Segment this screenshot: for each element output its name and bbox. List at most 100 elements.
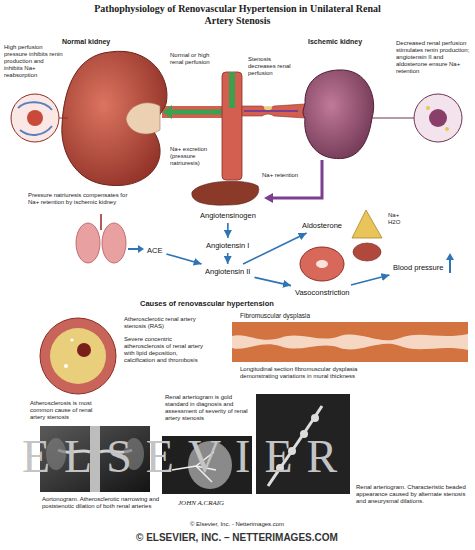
caption: Aortonogram. Atherosclerotic narrowing a…: [42, 496, 160, 510]
note: Na+ H2O: [388, 212, 408, 226]
lung: [76, 223, 100, 263]
note-box: Decreased renal perfusion stimulates ren…: [396, 40, 470, 75]
signature: JOHN A.CRAIG: [178, 499, 224, 507]
atherosclerosis-section: [40, 318, 116, 394]
adrenal-gland: [352, 210, 382, 238]
caption-box: Aortonogram. Atherosclerotic narrowing a…: [42, 496, 160, 510]
note-box: Na+ retention: [262, 172, 298, 179]
ace-arrow: [128, 248, 139, 250]
caption: Atherosclerotic renal artery stenosis (R…: [124, 316, 204, 330]
nephron-inset: [11, 94, 59, 142]
caption-box: Renal arteriogram. Characteristic beaded…: [356, 484, 470, 505]
thrombus: [77, 343, 91, 357]
arrow-head: [138, 245, 144, 253]
caption-heading: Fibromuscular dysplasia: [240, 312, 310, 320]
step-label: Angiotensin I: [206, 241, 249, 250]
note: Decreased renal perfusion stimulates ren…: [396, 40, 470, 75]
footer-box: © ELSEVIER, INC. – NETTERIMAGES.COM: [136, 532, 338, 544]
kidney-shape: [303, 70, 374, 159]
note-box: Stenosis decreases renal perfusion: [248, 56, 300, 77]
glomerulus: [429, 109, 447, 127]
rise-arrow: [449, 259, 451, 273]
caption-box: Atherosclerotic renal artery stenosis (R…: [124, 316, 204, 330]
wall: [232, 322, 468, 340]
fibromuscular-section: [232, 322, 468, 362]
inset-leader: [372, 118, 414, 119]
calcification: [64, 364, 68, 368]
wall: [232, 344, 468, 362]
caption: Atherosclerosis is most common cause of …: [30, 400, 106, 421]
caption-box: Severe concentric atherosclerosis of ren…: [124, 336, 204, 364]
aorta: [222, 72, 242, 180]
normal-kidney: [11, 51, 232, 185]
lungs: [76, 214, 144, 263]
step-label: Angiotensinogen: [200, 211, 256, 220]
panel-heading-box: Ischemic kidney: [308, 38, 362, 46]
title: Pathophysiology of Renovascular Hyperten…: [90, 3, 385, 27]
step-label: Angiotensin II: [205, 267, 250, 276]
panel-heading-box: Normal kidney: [62, 38, 110, 46]
caption-box: Renal arteriogram is gold standard in di…: [165, 394, 249, 422]
caption-heading-box: Fibromuscular dysplasia: [240, 312, 310, 320]
note: Na+ excretion (pressure natriuresis): [170, 146, 218, 167]
footer: © ELSEVIER, INC. – NETTERIMAGES.COM: [136, 532, 338, 544]
small-kidney: [353, 243, 381, 261]
lung: [102, 223, 126, 263]
note: Pressure natriuresis compensates for Na+…: [28, 192, 138, 206]
flow-step: Blood pressure: [391, 262, 445, 273]
renin-pathway: [272, 160, 322, 198]
caption: Severe concentric atherosclerosis of ren…: [124, 336, 204, 364]
caption-box: Longitudinal section fibromuscular dyspl…: [240, 366, 360, 380]
trachea: [100, 214, 102, 230]
title-box: Pathophysiology of Renovascular Hyperten…: [90, 3, 385, 27]
panel-heading: Normal kidney: [62, 38, 110, 46]
lumen: [232, 322, 468, 362]
nephron-inset: [414, 94, 462, 142]
credit-box: © Elsevier, Inc. - Netterimages.com: [190, 521, 284, 528]
bead: [311, 414, 319, 422]
arrow-head: [162, 105, 172, 119]
reduced-flow: [244, 110, 298, 112]
plaque: [50, 328, 106, 384]
kidney-shape: [62, 51, 167, 185]
renin-granule: [426, 106, 430, 110]
lumen: [316, 260, 328, 268]
flow-arrow: [227, 253, 229, 264]
ischemic-kidney: [242, 70, 462, 203]
artery-wall: [40, 318, 116, 394]
flow-arrow: [243, 233, 307, 264]
credit: © Elsevier, Inc. - Netterimages.com: [190, 521, 284, 528]
tubule: [18, 102, 52, 135]
note: Stenosis decreases renal perfusion: [248, 56, 300, 77]
plaque: [264, 106, 272, 110]
flow-step: Vasoconstriction: [293, 287, 351, 298]
caption: Longitudinal section fibromuscular dyspl…: [240, 366, 360, 380]
note-box: Normal or high renal perfusion: [170, 52, 218, 66]
flow-arrow: [255, 277, 292, 285]
calcification: [70, 338, 73, 341]
note: Normal or high renal perfusion: [170, 52, 218, 66]
watermark: ELSEVIER: [22, 434, 351, 480]
flow-arrow: [166, 254, 201, 264]
flow-step: Aldosterone: [300, 220, 344, 231]
caption: Renal arteriogram is gold standard in di…: [165, 394, 249, 422]
caption: Renal arteriogram. Characteristic beaded…: [356, 484, 470, 505]
step-label: Vasoconstriction: [295, 288, 349, 297]
aortic-flow: [229, 72, 235, 108]
step-label: Aldosterone: [302, 221, 342, 230]
flow-step: Angiotensin II: [203, 266, 252, 277]
stenotic-artery: [242, 104, 305, 118]
glomerulus: [27, 110, 43, 126]
renal-pelvis: [126, 103, 160, 134]
arrow-head: [264, 193, 273, 203]
flow-arrow: [351, 275, 389, 285]
note-box: Na+ H2O: [388, 212, 408, 226]
note-box: High perfusion pressure inhibits renin p…: [4, 44, 64, 79]
arrow-head: [446, 253, 454, 260]
note-box: Na+ excretion (pressure natriuresis): [170, 146, 218, 167]
flow-arrow: [227, 223, 229, 238]
panel-heading: Ischemic kidney: [308, 38, 362, 46]
flow-step: Angiotensinogen: [198, 210, 258, 221]
section-heading-box: Causes of renovascular hypertension: [140, 300, 274, 309]
